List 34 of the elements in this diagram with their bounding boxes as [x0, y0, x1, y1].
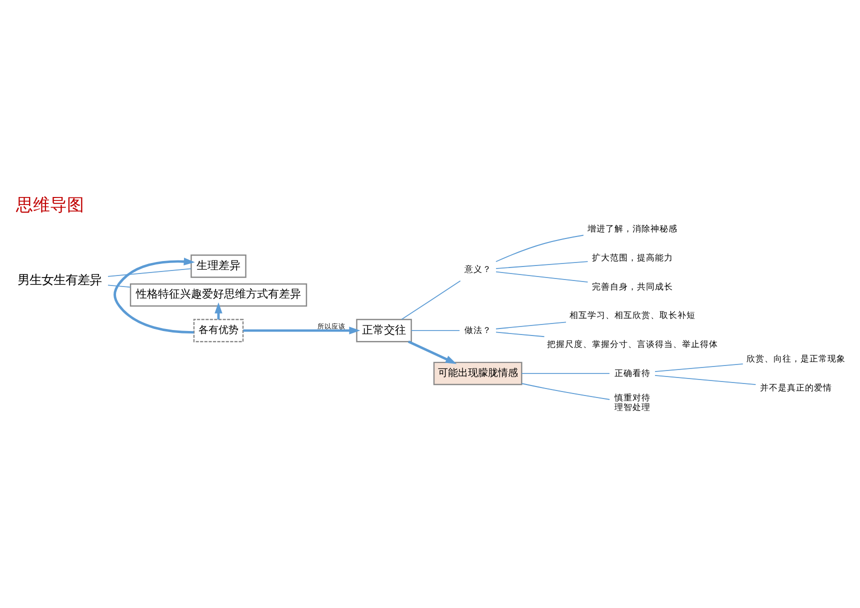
node-box: 性格特征兴趣爱好思维方式有差异	[130, 282, 308, 306]
node-text: 并不是真正的爱情	[760, 382, 832, 393]
node-text: 相互学习、相互欣赏、取长补短	[569, 310, 696, 321]
diagram-title: 思维导图	[16, 195, 84, 216]
connector	[108, 284, 131, 288]
connector	[521, 382, 610, 400]
arrow	[243, 326, 360, 334]
node-text: 完善自身，共同成长	[592, 282, 673, 292]
connector	[496, 331, 545, 337]
connector	[496, 270, 588, 282]
connector	[496, 321, 566, 329]
connector	[654, 362, 744, 372]
connector	[496, 260, 588, 268]
arrow	[408, 340, 457, 364]
node-text: 扩大范围，提高能力	[592, 252, 673, 263]
node-text: 欣赏、向往，是正常现象	[746, 354, 846, 364]
connector	[521, 372, 610, 374]
node-box: 可能出现朦胧情感	[433, 361, 522, 385]
connector	[401, 280, 461, 320]
connector	[654, 374, 756, 385]
node-text: 增进了解，消除神秘感	[587, 224, 678, 234]
arrow	[114, 257, 195, 334]
node-box: 正常交往	[356, 318, 412, 342]
connector	[410, 330, 460, 331]
connector	[108, 268, 192, 276]
node-text: 男生女生有差异	[17, 272, 102, 286]
node-text: 把握尺度、掌握分寸、言谈得当、举止得体	[546, 339, 718, 350]
node-text: 正确看待	[614, 368, 650, 378]
node-box: 各有优势	[193, 318, 244, 342]
node-box: 生理差异	[190, 254, 246, 278]
node-text: 做法？	[464, 325, 492, 336]
node-text: 意义？	[464, 264, 492, 275]
node-text: 慎重对待 理智处理	[614, 393, 650, 412]
connector	[496, 234, 584, 262]
